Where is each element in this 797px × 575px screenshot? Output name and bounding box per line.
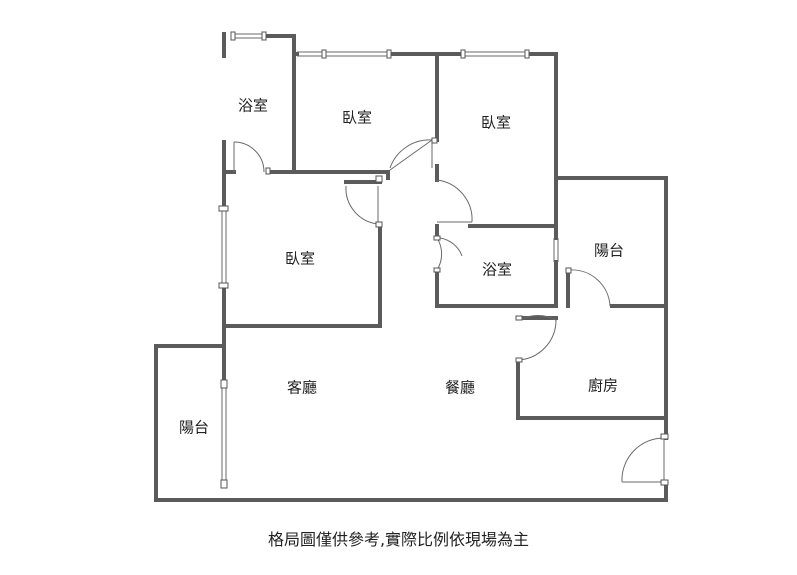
wall-bedroom-middle-bottom	[222, 224, 382, 328]
wall-kitchen	[516, 304, 668, 420]
door-jamb	[515, 357, 523, 363]
wall-outer-bottom	[222, 482, 668, 502]
window-frame	[386, 49, 392, 59]
window-frame	[524, 49, 530, 59]
door-jamb	[375, 175, 383, 183]
door-swing	[233, 141, 265, 173]
door-swing	[621, 437, 665, 483]
room-label-kitchen: 廚房	[587, 376, 619, 395]
room-label-balcony-right: 陽台	[593, 241, 625, 260]
caption-disclaimer: 格局圖僅供參考,實際比例依現場為主	[267, 530, 530, 549]
door-jamb	[660, 433, 669, 440]
door-swing	[439, 237, 463, 257]
door-jamb	[433, 235, 441, 241]
room-label-living-room: 客廳	[286, 378, 318, 397]
door-jamb	[431, 137, 438, 144]
window-frame	[218, 282, 229, 289]
wall-bathroom-top-right	[263, 34, 296, 172]
room-label-balcony-left: 陽台	[178, 418, 210, 437]
door-jamb	[515, 315, 523, 321]
window-frame	[460, 49, 466, 59]
doors	[233, 137, 669, 486]
window-frame	[218, 205, 229, 212]
door-jamb	[375, 221, 383, 228]
room-label-bathroom-top: 浴室	[237, 96, 269, 115]
wall-outer-left	[154, 344, 226, 502]
room-label-bedroom-top-right: 臥室	[480, 113, 512, 132]
door-swing	[569, 269, 611, 307]
door-jamb	[660, 479, 669, 486]
room-label-bedroom-middle: 臥室	[284, 249, 316, 268]
door-jamb	[565, 267, 572, 274]
wall-bathroom-top-left-lower	[222, 140, 236, 174]
window-frame	[261, 31, 267, 41]
room-label-bathroom-middle: 浴室	[481, 260, 513, 279]
door-swing	[436, 237, 443, 271]
door-swing	[517, 319, 557, 361]
door-swing	[345, 185, 379, 225]
door-leaf	[389, 139, 433, 171]
room-label-bedroom-top-left: 臥室	[341, 108, 373, 127]
wall-bathroom-middle-right	[435, 260, 558, 308]
window-frame	[220, 479, 228, 489]
wall-bedroom-top-left-bottom	[268, 170, 390, 180]
walls	[154, 32, 668, 502]
door-jamb	[433, 267, 441, 273]
wall-bathroom-middle-top	[468, 224, 558, 240]
wall-balcony-right	[554, 176, 668, 308]
door-jamb	[265, 167, 271, 175]
door-swing	[389, 139, 433, 169]
wall-bedroom-top-right-right	[525, 52, 558, 228]
door-swing	[519, 314, 557, 321]
window-frame	[321, 49, 327, 59]
door-swing	[436, 179, 473, 223]
window-frame	[220, 379, 228, 389]
windows	[218, 31, 559, 489]
window-frame	[230, 31, 236, 41]
room-label-dining-room: 餐廳	[444, 378, 476, 397]
